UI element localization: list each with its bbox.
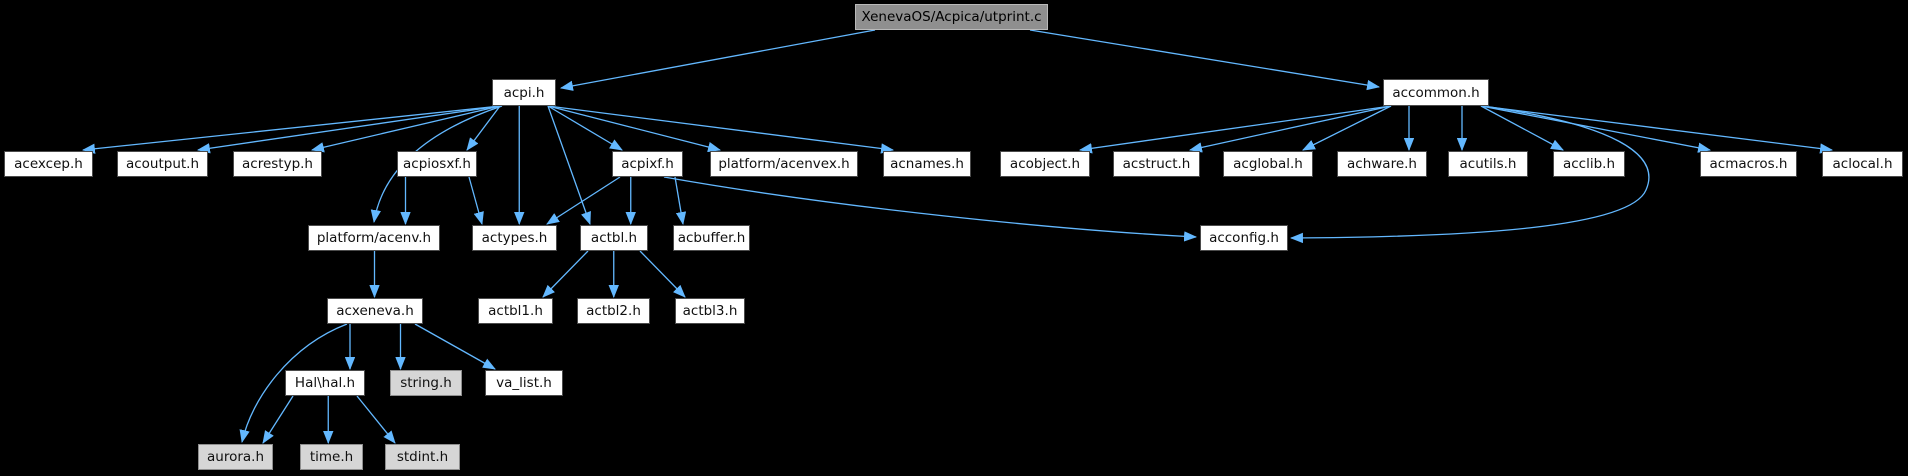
edge-acpi-acoutput [196, 105, 501, 154]
edge-utprint-acpi [559, 29, 876, 91]
graph-node-acutils[interactable]: acutils.h [1448, 151, 1528, 177]
edge-accommon-acconfig [1289, 105, 1650, 244]
graph-node-acenvex[interactable]: platform/acenvex.h [710, 151, 858, 177]
edge-accommon-acclib [1480, 105, 1564, 151]
graph-node-acbuffer[interactable]: acbuffer.h [673, 225, 750, 251]
edge-accommon-acglobal [1302, 105, 1392, 151]
graph-node-acoutput[interactable]: acoutput.h [117, 151, 208, 177]
graph-node-acpi[interactable]: acpi.h [492, 79, 556, 106]
graph-node-actbl3[interactable]: actbl3.h [675, 298, 745, 324]
edge-acxeneva-valist [414, 323, 496, 370]
graph-node-acpixf[interactable]: acpixf.h [612, 151, 683, 177]
graph-node-actbl2[interactable]: actbl2.h [577, 298, 650, 324]
edge-acpi-acexcep [81, 105, 501, 154]
graph-node-achware[interactable]: achware.h [1337, 151, 1427, 177]
edge-accommon-acobject [1078, 105, 1392, 154]
edge-acpiosxf-actypes [468, 176, 484, 226]
edge-halhal-aurora [262, 395, 294, 444]
edge-acpi-acnames [547, 105, 895, 154]
edge-actbl-actbl3 [639, 250, 686, 298]
edge-acpixf-acconfig [663, 176, 1198, 242]
edge-acpi-acenvex [547, 105, 722, 153]
graph-node-stdint[interactable]: stdint.h [385, 444, 460, 470]
edge-acpixf-acbuffer [674, 176, 687, 226]
graph-node-acenv[interactable]: platform/acenv.h [308, 225, 440, 251]
graph-node-valist[interactable]: va_list.h [485, 370, 563, 396]
edge-accommon-acmacros [1480, 105, 1712, 153]
graph-node-acglobal[interactable]: acglobal.h [1223, 151, 1313, 177]
graph-node-acexcep[interactable]: acexcep.h [4, 151, 93, 177]
graph-node-halhal[interactable]: Hal\hal.h [285, 370, 365, 396]
graph-node-actbl1[interactable]: actbl1.h [478, 298, 553, 324]
graph-node-actypes[interactable]: actypes.h [472, 225, 557, 251]
graph-node-acobject[interactable]: acobject.h [1000, 151, 1090, 177]
graph-node-timeh[interactable]: time.h [300, 444, 363, 470]
edge-utprint-accommon [1029, 29, 1381, 91]
graph-node-accommon[interactable]: accommon.h [1383, 79, 1489, 106]
graph-node-utprint[interactable]: XenevaOS/Acpica/utprint.c [855, 4, 1048, 30]
edge-actbl-actbl1 [542, 250, 589, 298]
edge-halhal-stdint [356, 395, 396, 444]
graph-node-acnames[interactable]: acnames.h [883, 151, 971, 177]
graph-node-stringh[interactable]: string.h [390, 370, 462, 396]
edge-acxeneva-aurora [239, 323, 348, 444]
graph-node-aurora[interactable]: aurora.h [198, 444, 273, 470]
graph-node-acpiosxf[interactable]: acpiosxf.h [397, 151, 477, 177]
edge-acpixf-actypes [546, 176, 621, 225]
graph-node-acxeneva[interactable]: acxeneva.h [327, 298, 423, 324]
edge-accommon-aclocal [1480, 105, 1834, 154]
edge-acpi-acpixf [547, 105, 623, 151]
edge-acpi-acrestyp [310, 105, 501, 153]
edge-accommon-acstruct [1188, 105, 1392, 153]
edge-acpi-acpiosxf [466, 105, 501, 151]
graph-node-actbl[interactable]: actbl.h [580, 225, 648, 251]
graph-node-acclib[interactable]: acclib.h [1553, 151, 1625, 177]
graph-node-aclocal[interactable]: aclocal.h [1822, 151, 1903, 177]
graph-node-acconfig[interactable]: acconfig.h [1200, 225, 1288, 251]
graph-node-acrestyp[interactable]: acrestyp.h [233, 151, 322, 177]
graph-node-acstruct[interactable]: acstruct.h [1113, 151, 1200, 177]
graph-node-acmacros[interactable]: acmacros.h [1700, 151, 1797, 177]
edge-acpi-actbl [547, 105, 591, 225]
